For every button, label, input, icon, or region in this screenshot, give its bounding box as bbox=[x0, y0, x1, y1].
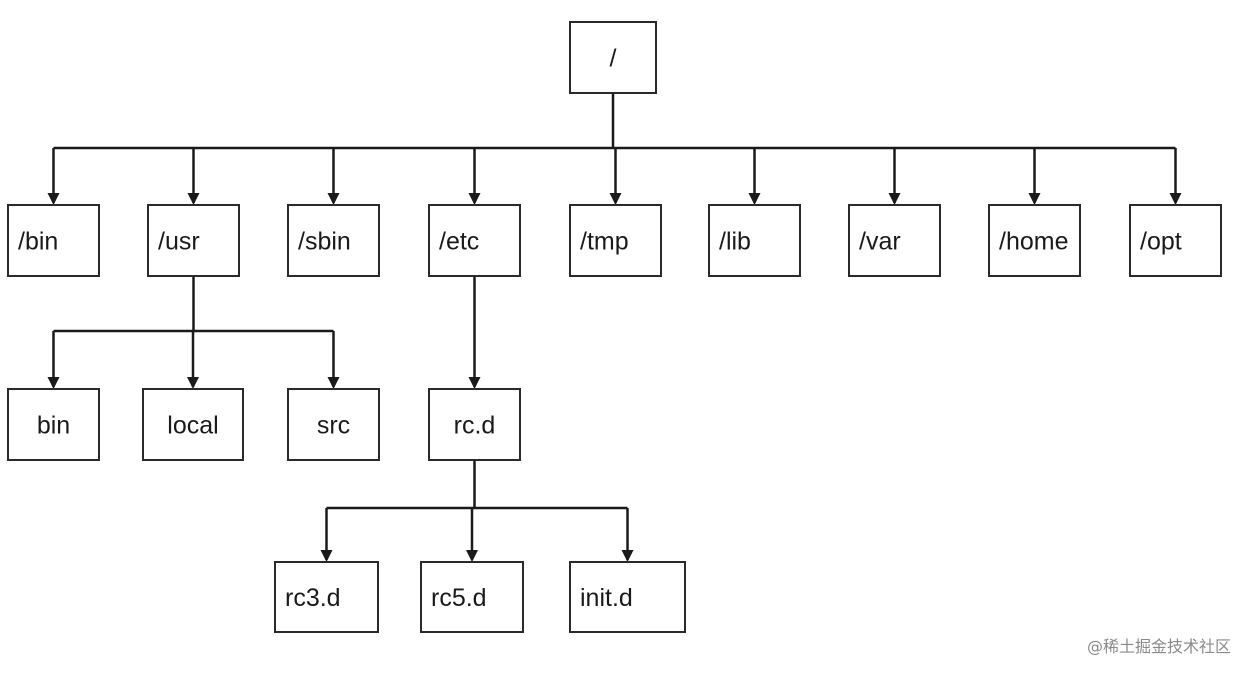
arrowhead bbox=[327, 193, 340, 205]
dir-node-home: /home bbox=[988, 204, 1081, 277]
dir-node-box bbox=[274, 561, 379, 633]
dir-node-label: /opt bbox=[1140, 228, 1182, 256]
dir-node-label: /lib bbox=[719, 228, 751, 256]
watermark: @稀土掘金技术社区 bbox=[1086, 637, 1231, 656]
dir-node-rc5-d: rc5.d bbox=[420, 561, 524, 633]
dir-node-box bbox=[7, 204, 100, 277]
dir-node-src: src bbox=[287, 388, 380, 461]
dir-node-box bbox=[7, 388, 100, 461]
dir-node-label: /usr bbox=[158, 228, 200, 256]
dir-node-opt: /opt bbox=[1129, 204, 1222, 277]
arrowhead bbox=[468, 193, 481, 205]
arrowhead bbox=[1028, 193, 1041, 205]
arrowhead bbox=[187, 377, 199, 389]
dir-node-init-d: init.d bbox=[569, 561, 686, 633]
dir-node-sbin: /sbin bbox=[287, 204, 380, 277]
dir-node-box bbox=[708, 204, 801, 277]
dir-node-box bbox=[428, 204, 521, 277]
dir-node-root: / bbox=[569, 21, 657, 94]
dir-node-box bbox=[569, 561, 686, 633]
arrowhead bbox=[609, 193, 622, 205]
dir-node-box bbox=[988, 204, 1081, 277]
dir-node-label: /home bbox=[999, 228, 1068, 256]
dir-node-label: src bbox=[317, 412, 350, 440]
dir-node-label: bin bbox=[37, 412, 70, 440]
arrowhead bbox=[47, 193, 60, 205]
arrowhead bbox=[47, 377, 60, 389]
dir-node-label: /var bbox=[859, 228, 901, 256]
dir-node-label: /tmp bbox=[580, 228, 629, 256]
dir-node-box bbox=[142, 388, 244, 461]
dir-node-rc3-d: rc3.d bbox=[274, 561, 379, 633]
dir-node-label: rc3.d bbox=[285, 584, 341, 612]
dir-node-label: init.d bbox=[580, 584, 633, 612]
arrowhead bbox=[748, 193, 761, 205]
dir-node-label: /sbin bbox=[298, 228, 351, 256]
dir-node-box bbox=[287, 388, 380, 461]
arrowhead bbox=[888, 193, 901, 205]
dir-node-label: rc.d bbox=[454, 412, 496, 440]
dir-node-label: /bin bbox=[18, 228, 58, 256]
dir-node-label: rc5.d bbox=[431, 584, 487, 612]
dir-node-box bbox=[1129, 204, 1222, 277]
arrowhead bbox=[466, 550, 478, 562]
dir-node-label: / bbox=[610, 45, 617, 73]
dir-node-box bbox=[848, 204, 941, 277]
dir-node-bin: /bin bbox=[7, 204, 100, 277]
arrowhead bbox=[1169, 193, 1182, 205]
dir-node-etc: /etc bbox=[428, 204, 521, 277]
dir-node-label: local bbox=[167, 412, 218, 440]
tree-connectors bbox=[47, 93, 1182, 562]
dir-node-tmp: /tmp bbox=[569, 204, 662, 277]
dir-node-bin: bin bbox=[7, 388, 100, 461]
dir-node-var: /var bbox=[848, 204, 941, 277]
dir-node-box bbox=[420, 561, 524, 633]
arrowhead bbox=[187, 193, 200, 205]
dir-node-box bbox=[428, 388, 521, 461]
tree-nodes: / /bin/usr/sbin/etc/tmp/lib/var/home/opt b… bbox=[7, 21, 1222, 633]
dir-node-usr: /usr bbox=[147, 204, 240, 277]
arrowhead bbox=[468, 377, 481, 389]
dir-node-lib: /lib bbox=[708, 204, 801, 277]
dir-node-rc-d: rc.d bbox=[428, 388, 521, 461]
dir-node-local: local bbox=[142, 388, 244, 461]
dir-node-box bbox=[569, 204, 662, 277]
arrowhead bbox=[327, 377, 340, 389]
dir-node-label: /etc bbox=[439, 228, 479, 256]
arrowhead bbox=[621, 550, 634, 562]
dir-node-box bbox=[569, 21, 657, 94]
arrowhead bbox=[320, 550, 333, 562]
dir-node-box bbox=[147, 204, 240, 277]
dir-node-box bbox=[287, 204, 380, 277]
